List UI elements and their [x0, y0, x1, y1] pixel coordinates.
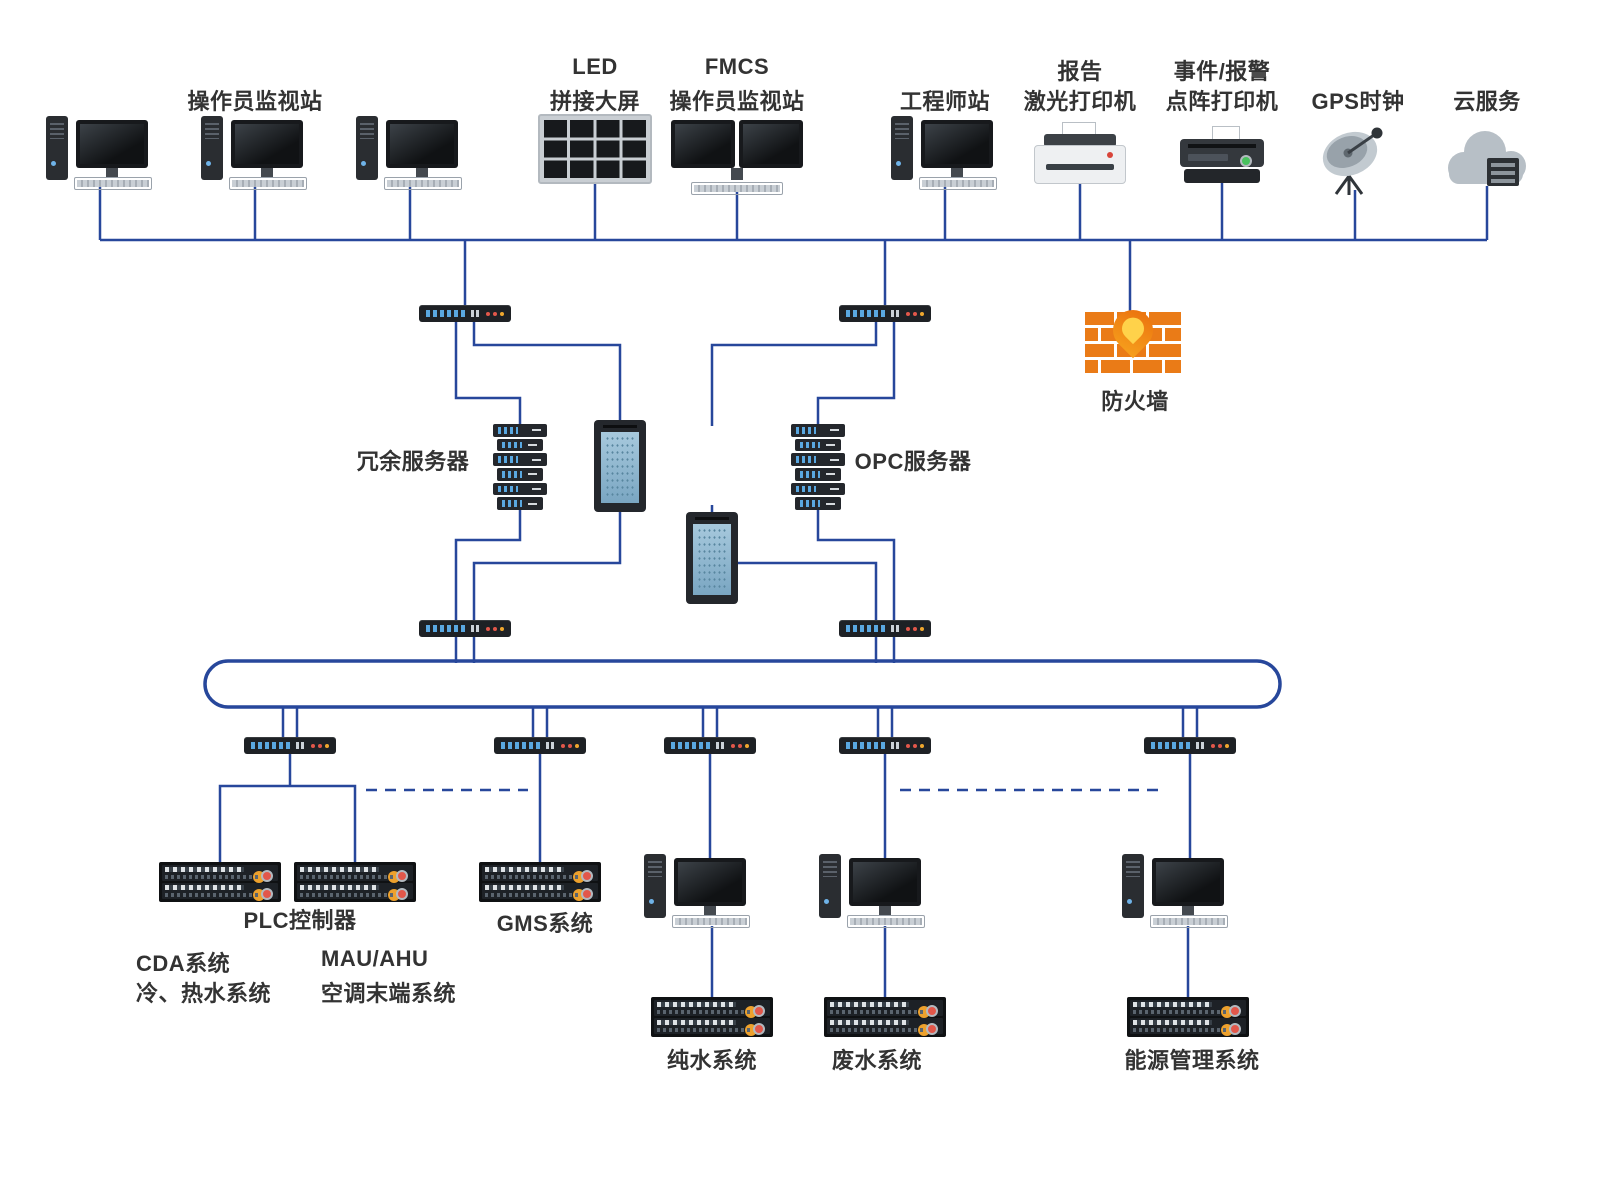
pure-water-workstation	[644, 852, 752, 930]
keyboard-icon	[1150, 915, 1228, 928]
network-switch-top-right	[839, 305, 931, 322]
plc-rack-cda	[159, 862, 281, 902]
ring-bus	[203, 659, 1282, 709]
laser-printer-label-line2: 激光打印机	[1023, 89, 1137, 114]
plc-rack-waste-water	[824, 997, 946, 1037]
firewall-label: 防火墙	[1101, 389, 1169, 414]
network-switch-mid-left	[419, 620, 511, 637]
monitor-icon	[674, 858, 746, 906]
cloud-service-label: 云服务	[1453, 89, 1521, 114]
keyboard-icon	[919, 177, 997, 190]
engineer-workstation	[891, 114, 999, 192]
dot-printer-label-line1: 事件/报警	[1173, 59, 1271, 84]
keyboard-icon	[229, 177, 307, 190]
energy-workstation	[1122, 852, 1230, 930]
pc-tower-icon	[891, 116, 913, 180]
mau-ahu-label-line1: MAU/AHU	[321, 946, 429, 971]
network-switch-mid-right	[839, 620, 931, 637]
network-switch-field-1	[244, 737, 336, 754]
plc-controller-label: PLC控制器	[243, 908, 357, 933]
monitor-icon	[1152, 858, 1224, 906]
fmcs-station-label-line2: 操作员监视站	[669, 89, 805, 114]
monitor-icon	[671, 120, 735, 168]
pc-tower-icon	[1122, 854, 1144, 918]
keyboard-icon	[672, 915, 750, 928]
monitor-icon	[231, 120, 303, 168]
rack-server-icon-redundant	[493, 424, 547, 511]
gps-clock-node	[1316, 122, 1396, 201]
plc-rack-pure-water	[651, 997, 773, 1037]
pc-tower-icon	[201, 116, 223, 180]
monitor-icon	[849, 858, 921, 906]
fmcs-station-label-line1: FMCS	[704, 54, 770, 79]
keyboard-icon	[847, 915, 925, 928]
operator-workstation-1	[46, 114, 154, 192]
operator-station-label: 操作员监视站	[187, 89, 323, 114]
gms-system-label: GMS系统	[496, 911, 594, 936]
operator-workstation-2	[201, 114, 309, 192]
plc-rack-energy	[1127, 997, 1249, 1037]
pc-tower-icon	[46, 116, 68, 180]
opc-server-label: OPC服务器	[854, 449, 972, 474]
energy-management-label: 能源管理系统	[1124, 1048, 1260, 1073]
firewall-icon	[1085, 301, 1181, 374]
operator-workstation-3	[356, 114, 464, 192]
fmcs-operator-workstation	[671, 116, 803, 200]
pure-water-label: 纯水系统	[666, 1048, 758, 1073]
cloud-service-node	[1437, 126, 1537, 197]
pc-tower-icon	[356, 116, 378, 180]
engineer-station-label: 工程师站	[899, 89, 991, 114]
keyboard-icon	[691, 182, 783, 195]
waste-water-workstation	[819, 852, 927, 930]
plc-rack-gms	[479, 862, 601, 902]
rack-server-icon-opc	[791, 424, 845, 511]
monitor-icon	[921, 120, 993, 168]
network-switch-field-4	[839, 737, 931, 754]
network-switch-field-2	[494, 737, 586, 754]
pc-tower-icon	[644, 854, 666, 918]
cloud-server-icon	[1448, 131, 1526, 186]
led-wall-label-line1: LED	[572, 54, 618, 79]
keyboard-icon	[384, 177, 462, 190]
pc-tower-icon	[819, 854, 841, 918]
laser-printer-label-line1: 报告	[1057, 59, 1103, 84]
gps-clock-label: GPS时钟	[1311, 89, 1405, 114]
dot-printer-label-line2: 点阵打印机	[1165, 89, 1279, 114]
network-switch-field-5	[1144, 737, 1236, 754]
monitor-icon	[386, 120, 458, 168]
cda-system-label-line2: 冷、热水系统	[136, 981, 272, 1006]
network-switch-top-left	[419, 305, 511, 322]
waste-water-label: 废水系统	[831, 1048, 923, 1073]
tower-server-icon-2	[686, 512, 738, 604]
led-wall-label-line2: 拼接大屏	[549, 89, 641, 114]
redundant-server-label: 冗余服务器	[356, 449, 470, 474]
laser-printer-icon	[1034, 122, 1126, 184]
monitor-icon	[76, 120, 148, 168]
tower-server-icon-1	[594, 420, 646, 512]
gps-antenna-icon	[1322, 127, 1383, 195]
led-videowall-icon	[538, 114, 652, 184]
plc-rack-mau-ahu	[294, 862, 416, 902]
cda-system-label-line1: CDA系统	[136, 951, 231, 976]
bus-lines	[98, 180, 1489, 1000]
monitor-icon	[739, 120, 803, 168]
keyboard-icon	[74, 177, 152, 190]
dot-matrix-printer-icon	[1178, 126, 1266, 186]
mau-ahu-label-line2: 空调末端系统	[321, 981, 457, 1006]
network-switch-field-3	[664, 737, 756, 754]
